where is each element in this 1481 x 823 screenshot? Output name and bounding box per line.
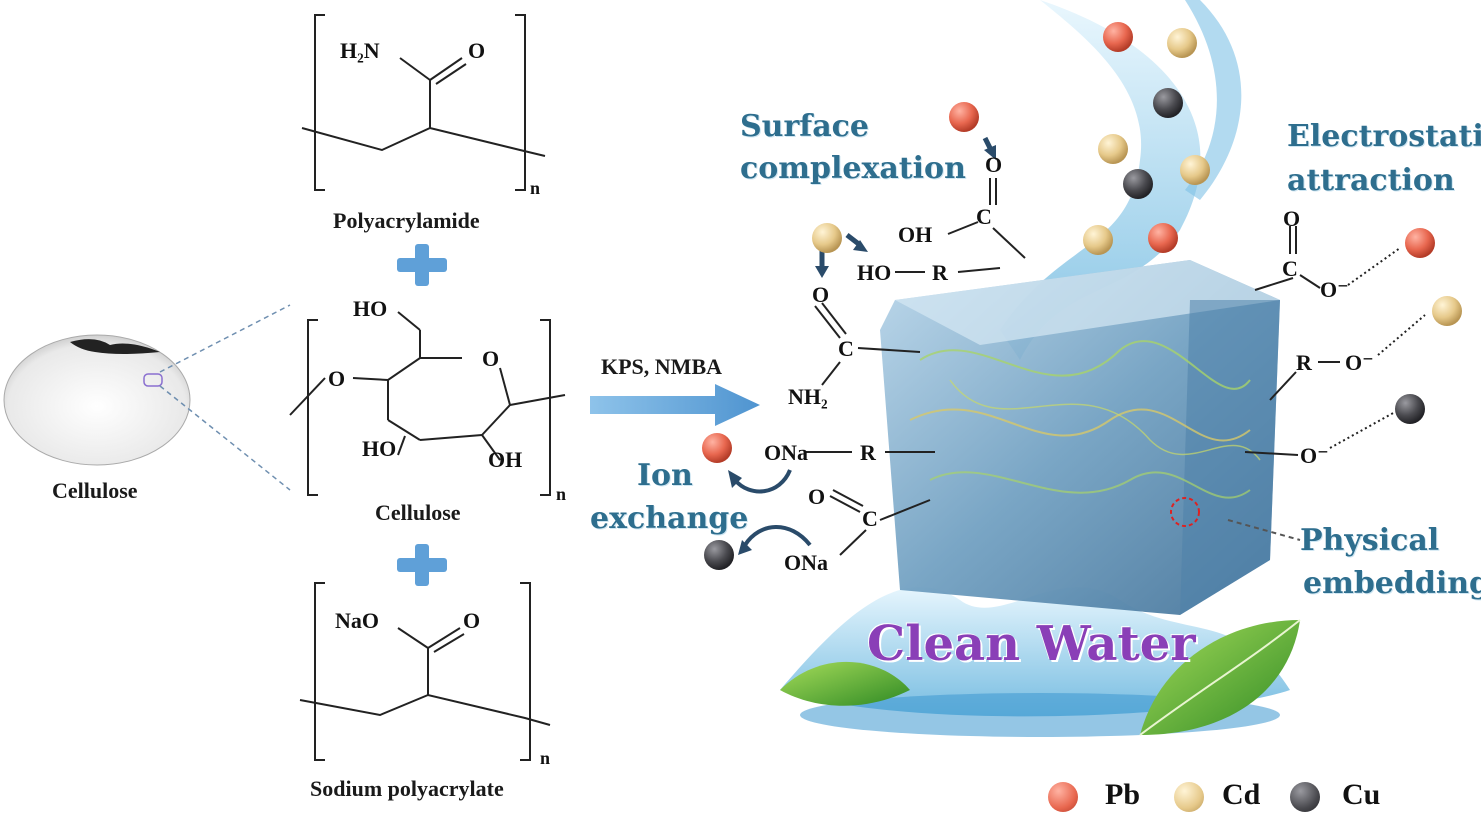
cd-ion <box>1432 296 1462 326</box>
carboxylate-group-label: NaO <box>335 608 379 633</box>
cellulose-ho-top: HO <box>353 296 388 321</box>
carboxyl-carbon-1: C <box>976 204 992 229</box>
pb-ion <box>1405 228 1435 258</box>
cellulose-structure-label: Cellulose <box>375 500 461 525</box>
ion-exchange-label-line2: exchange <box>590 501 749 536</box>
polyacrylamide-structure <box>301 14 546 191</box>
cellulose-photo <box>3 334 191 466</box>
reaction-arrow <box>590 384 760 426</box>
amide-group-label: H₂N <box>340 38 380 63</box>
plus-icon-1 <box>397 244 447 286</box>
cellulose-ho-bottom: HO <box>362 436 397 461</box>
functional-group-bonds <box>805 178 1426 556</box>
cellulose-subscript: n <box>556 484 567 504</box>
amide-nh2: NH₂ <box>788 384 828 409</box>
pb-ion <box>702 433 732 463</box>
ona-group-1: ONa <box>764 440 808 465</box>
photo-label: Cellulose <box>52 478 138 503</box>
carboxylate-carbon: C <box>862 506 878 531</box>
zoom-line-top <box>159 304 291 373</box>
amide-carbon: C <box>838 336 854 361</box>
sodium-polyacrylate-subscript: n <box>540 748 551 768</box>
leaf-left-icon <box>780 661 910 706</box>
right-carboxylate-o-minus: O⁻ <box>1320 277 1349 302</box>
ion-exchange-label-line1: Ion <box>637 458 693 493</box>
surface-complexation-label-line2: complexation <box>740 151 966 186</box>
leaf-right-icon <box>1139 619 1301 736</box>
cellulose-structure <box>289 311 566 496</box>
cd-ion <box>1180 155 1210 185</box>
cu-ion <box>1123 169 1153 199</box>
cd-ion <box>1098 134 1128 164</box>
ion-exchange-arrows <box>728 469 812 555</box>
physical-embedding-label-line1: Physical <box>1300 523 1440 558</box>
pb-ion <box>949 102 979 132</box>
polyacrylamide-label: Polyacrylamide <box>333 208 480 233</box>
sodium-polyacrylate-label: Sodium polyacrylate <box>310 776 504 801</box>
cellulose-oh-bottom: OH <box>488 447 523 472</box>
complexation-arrows <box>815 136 996 278</box>
cu-ion <box>1395 394 1425 424</box>
cellulose-ether-oxygen: O <box>328 366 346 391</box>
legend-pb-swatch <box>1048 782 1078 812</box>
carboxylate-oxygen: O <box>808 484 826 509</box>
right-carboxyl-carbon: C <box>1282 256 1298 281</box>
right-alkoxide-o-minus: O⁻ <box>1345 350 1374 375</box>
reaction-conditions-label: KPS, NMBA <box>601 354 722 379</box>
clean-water-label: Clean Water <box>867 616 1196 672</box>
cd-ion <box>1083 225 1113 255</box>
physical-embedding-label-line2: embedding <box>1303 566 1481 601</box>
pb-ion <box>1148 223 1178 253</box>
amide-oxygen-label: O <box>468 38 486 63</box>
right-oxide-o-minus: O⁻ <box>1300 443 1329 468</box>
polyacrylamide-subscript: n <box>530 178 541 198</box>
cu-ion <box>1153 88 1183 118</box>
electrostatic-attraction-label-line2: attraction <box>1287 163 1455 198</box>
carboxyl-oh: OH <box>898 222 933 247</box>
cd-ion <box>812 223 842 253</box>
cd-ion <box>1167 28 1197 58</box>
carboxyl-oxygen-1: O <box>985 152 1003 177</box>
metal-ions <box>702 22 1462 570</box>
hydroxyl-ho: HO <box>857 260 892 285</box>
electrostatic-attraction-label-line1: Electrostatic <box>1287 119 1481 154</box>
cu-ion <box>704 540 734 570</box>
cellulose-ring-oxygen: O <box>482 346 500 371</box>
zoom-line-bottom <box>159 385 291 491</box>
ona-group-2: ONa <box>784 550 828 575</box>
amide-oxygen: O <box>812 282 830 307</box>
plus-icon-2 <box>397 544 447 586</box>
right-carboxyl-oxygen: O <box>1283 206 1301 231</box>
legend-pb-label: Pb <box>1105 778 1141 811</box>
hydrogel-cube <box>880 260 1280 615</box>
carboxylate-oxygen-label: O <box>463 608 481 633</box>
sodium-polyacrylate-structure <box>299 582 551 761</box>
pb-ion <box>1103 22 1133 52</box>
hydroxyl-r: R <box>932 260 948 285</box>
right-alkoxide-r: R <box>1296 350 1312 375</box>
legend-cu-label: Cu <box>1342 778 1381 811</box>
ona-r: R <box>860 440 876 465</box>
legend-cu-swatch <box>1290 782 1320 812</box>
legend-cd-swatch <box>1174 782 1204 812</box>
surface-complexation-label-line1: Surface <box>740 109 869 144</box>
legend-cd-label: Cd <box>1222 778 1261 811</box>
